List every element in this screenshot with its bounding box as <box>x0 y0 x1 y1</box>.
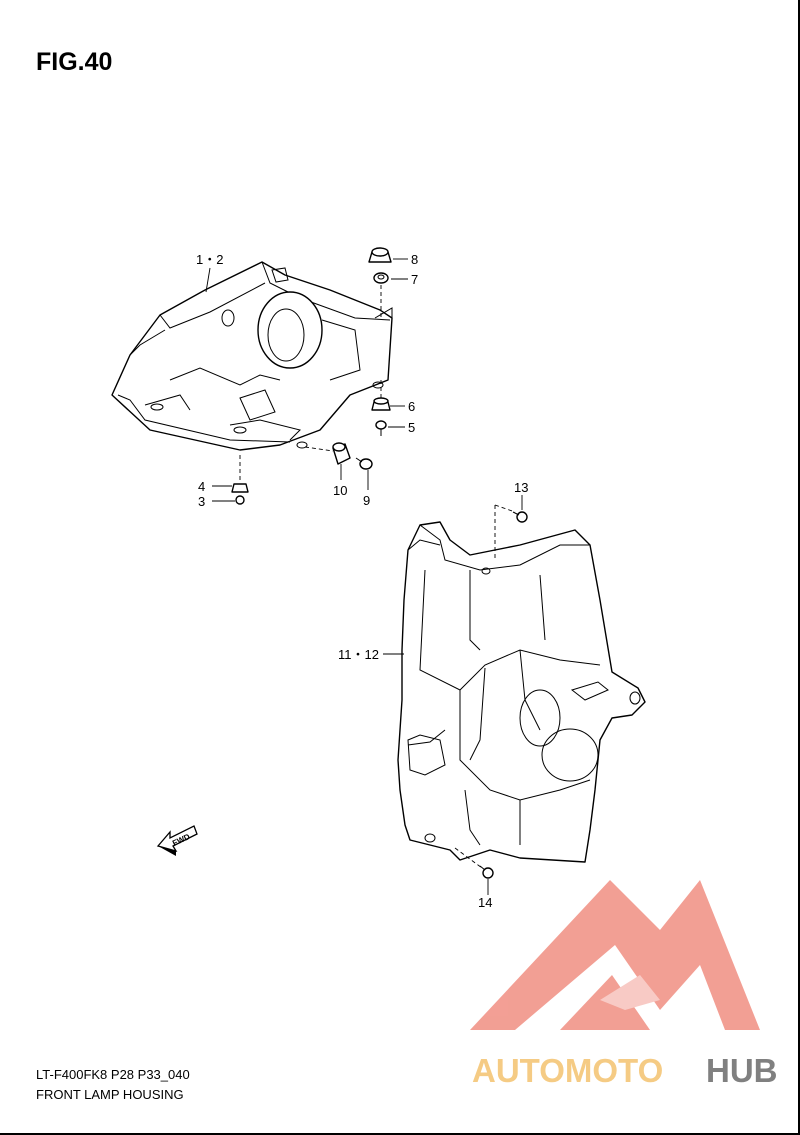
fastener-6-nut <box>371 397 391 411</box>
callout-9: 9 <box>363 493 370 508</box>
fastener-7-collar <box>373 272 389 284</box>
fastener-4-clip <box>231 483 249 493</box>
figure-name: FRONT LAMP HOUSING <box>36 1087 184 1102</box>
watermark-logo: AUTOMOTO HUB <box>470 880 778 1089</box>
callout-10: 10 <box>333 483 347 498</box>
callout-7: 7 <box>411 272 418 287</box>
frame-border-right <box>798 0 800 1135</box>
watermark-text-automoto: AUTOMOTO <box>472 1052 663 1089</box>
fastener-14-screw <box>479 865 494 879</box>
callout-6: 6 <box>408 399 415 414</box>
fwd-arrow: FWD <box>156 825 198 856</box>
fastener-8-grommet <box>368 247 392 263</box>
callout-3: 3 <box>198 494 205 509</box>
fastener-13-screw <box>512 511 528 523</box>
watermark-mark-inner <box>560 975 650 1030</box>
lamp-housing-lower <box>397 521 646 863</box>
watermark-mark-highlight <box>600 975 660 1010</box>
lamp-housing-upper <box>111 261 393 451</box>
callout-4: 4 <box>198 479 205 494</box>
fastener-9-bolt <box>355 457 373 470</box>
fastener-3-screw <box>235 495 245 505</box>
callout-11-12: 11・12 <box>338 647 379 662</box>
fwd-label: FWD <box>171 832 192 848</box>
watermark-text-hub: HUB <box>706 1052 778 1089</box>
callout-1-2: 1・2 <box>196 252 223 267</box>
frame-border-bottom <box>0 1133 800 1135</box>
callout-5: 5 <box>408 420 415 435</box>
callout-14: 14 <box>478 895 492 910</box>
fastener-5-screw <box>375 420 387 436</box>
figure-title: FIG.40 <box>36 48 113 76</box>
watermark-mark-outer <box>470 880 760 1030</box>
fastener-10-cushion <box>332 442 351 465</box>
callout-13: 13 <box>514 480 528 495</box>
figure-code: LT-F400FK8 P28 P33_040 <box>36 1067 190 1082</box>
callout-8: 8 <box>411 252 418 267</box>
